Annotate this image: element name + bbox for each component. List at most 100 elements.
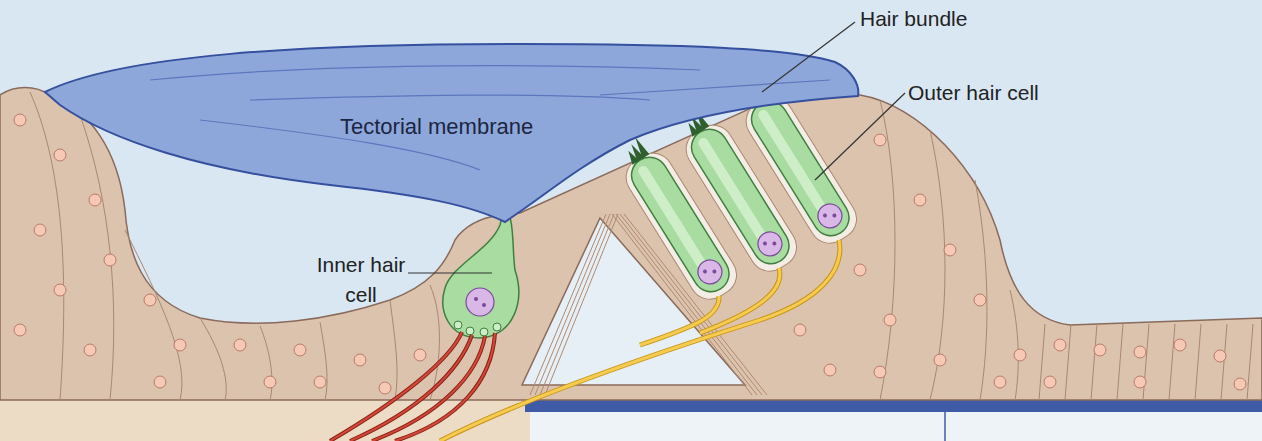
afferent-fiber-outline: [330, 332, 462, 441]
efferent-fiber-outline: [640, 296, 719, 345]
cell-nucleus: [104, 254, 116, 266]
cell-nucleus: [174, 339, 186, 351]
nucleolus: [702, 269, 708, 275]
inner-hair-cell: [443, 205, 519, 338]
cell-boundary: [390, 300, 397, 400]
cell-boundary: [1195, 324, 1201, 400]
synapse: [493, 323, 501, 331]
cell-highlight: [636, 164, 708, 271]
cell-nucleus: [794, 324, 806, 336]
afferent-fiber-outline: [395, 333, 495, 441]
hair-cell-nucleus: [466, 288, 494, 316]
leader-line: [408, 272, 492, 273]
nucleolus: [772, 241, 778, 247]
cell-nucleus: [1134, 376, 1146, 388]
cell-boundary: [1039, 324, 1045, 400]
cell-nucleus: [379, 382, 391, 394]
afferent-fiber: [330, 332, 462, 441]
cell-nucleus: [1174, 339, 1186, 351]
membrane-fill: [45, 44, 858, 222]
basilar-membrane: [525, 400, 1262, 412]
hair-cell-nucleus: [813, 199, 846, 232]
cell-nucleus: [144, 294, 156, 306]
cell-nucleus: [34, 224, 46, 236]
cell-boundary: [125, 230, 182, 400]
cell-nucleus: [1094, 344, 1106, 356]
leader-line: [815, 93, 905, 180]
membrane-fiber: [250, 95, 650, 100]
cell-nucleus: [1014, 349, 1026, 361]
nucleolus: [482, 303, 486, 307]
pillar-fiber: [540, 214, 614, 395]
membrane-shape: Tectorial membrane: [40, 38, 862, 228]
cell-boundary: [1169, 324, 1175, 400]
cell-nucleus: [89, 194, 101, 206]
cell-nucleus: [354, 354, 366, 366]
node-label: Tectorial membrane: [340, 114, 533, 140]
space-of-nuel: [739, 90, 864, 251]
cell-boundary: [930, 130, 945, 400]
cell-nucleus: [54, 284, 66, 296]
cell-nucleus: [294, 344, 306, 356]
cell-nucleus: [14, 324, 26, 336]
efferent-fiber: [440, 240, 840, 441]
nucleolus: [474, 297, 478, 301]
part-label: Outer hair cell: [908, 78, 1148, 108]
cell-boundary: [1143, 324, 1149, 400]
membrane-fiber: [600, 80, 830, 95]
cell-nucleus: [314, 376, 326, 388]
cell-boundary: [1247, 324, 1253, 400]
cell-boundary: [200, 318, 226, 400]
pillar-fiber: [535, 214, 610, 395]
cell-highlight: [756, 108, 828, 215]
nucleolus: [832, 213, 838, 219]
cell-boundary: [1010, 290, 1018, 400]
hair-cell-nucleus: [753, 227, 786, 260]
cell-nucleus: [1134, 346, 1146, 358]
cell-nucleus: [1214, 350, 1226, 362]
cell-nucleus: [854, 264, 866, 276]
cell-nucleus: [1054, 339, 1066, 351]
cell-nucleus: [1044, 376, 1056, 388]
cell-boundary: [1091, 324, 1097, 400]
cell-boundary: [30, 92, 64, 400]
membrane-fiber: [150, 66, 700, 80]
cell-boundary: [1117, 324, 1123, 400]
cell-nucleus: [914, 194, 926, 206]
efferent-fiber: [640, 296, 719, 345]
cell-nucleus: [994, 376, 1006, 388]
cell-nucleus: [84, 344, 96, 356]
cell-nucleus: [944, 244, 956, 256]
cell-nucleus: [264, 376, 276, 388]
part-label: Hair bundle: [860, 4, 1080, 34]
hair-cell-body: [745, 94, 856, 242]
cell-nucleus: [14, 114, 26, 126]
cell-nucleus: [824, 364, 836, 376]
hair-cell-nucleus: [693, 255, 726, 288]
synapse: [466, 327, 474, 335]
cell-nucleus: [874, 366, 886, 378]
synapse: [480, 328, 488, 336]
cell-nucleus: [884, 314, 896, 326]
nucleolus: [712, 269, 718, 275]
cell-nucleus: [234, 339, 246, 351]
cell-nucleus: [154, 376, 166, 388]
cell-boundary: [975, 180, 987, 400]
cell-nucleus: [934, 354, 946, 366]
cell-nucleus: [974, 294, 986, 306]
cell-nucleus: [1234, 378, 1246, 390]
membrane-line: [944, 412, 946, 441]
cell-nucleus: [874, 134, 886, 146]
cell-nucleus: [414, 349, 426, 361]
cell-boundary: [260, 326, 272, 400]
part-label: Inner hair cell: [316, 250, 406, 310]
cell-nucleus: [54, 149, 66, 161]
nucleolus: [762, 241, 768, 247]
cell-highlight: [696, 136, 768, 243]
pillar-fiber: [545, 214, 618, 395]
efferent-fiber-outline: [440, 240, 840, 441]
efferent-fiber-outline: [700, 268, 780, 333]
cell-boundary: [1065, 324, 1071, 400]
synapse: [454, 321, 462, 329]
